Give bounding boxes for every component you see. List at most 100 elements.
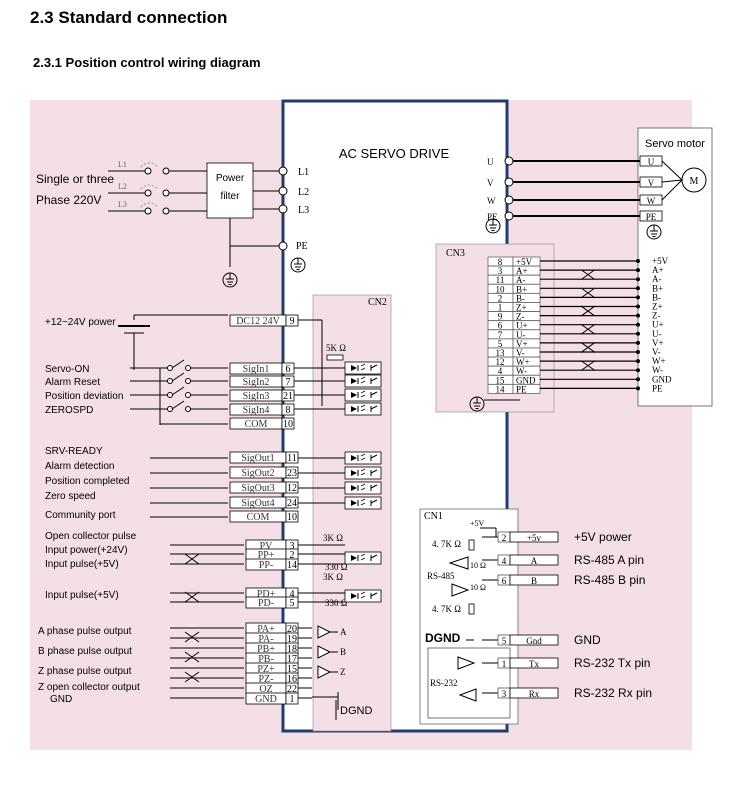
cn3-motor-pin	[636, 368, 640, 373]
cn1-5v-label: +5V	[470, 519, 485, 528]
cn3-motor-label: V-	[652, 347, 661, 357]
encoder-terminal-pin: 19	[287, 634, 297, 645]
motor-winding-wire	[661, 160, 683, 181]
cn3-motor-pin	[636, 313, 640, 318]
motor-output-label: W	[487, 196, 496, 206]
cn1-pin-label: GND	[574, 633, 601, 647]
phase-label: L3	[118, 200, 127, 209]
switch-contact	[167, 406, 173, 412]
motor-output-label: V	[487, 178, 494, 188]
motor-output-terminal	[504, 195, 514, 205]
cn3-motor-label: +5V	[652, 256, 669, 266]
phase-terminal	[144, 207, 152, 215]
subsection-heading: 2.3.1 Position control wiring diagram	[33, 55, 261, 70]
output-optocoupler	[344, 466, 382, 480]
cn1-10-label-2: 10 Ω	[470, 583, 486, 592]
cn3-sig: GND	[516, 375, 536, 385]
output-terminal-pin: 11	[287, 453, 297, 464]
motor-output-label: PE	[487, 212, 498, 222]
dgnd-label-cn1: DGND	[425, 631, 461, 645]
output-label: Position completed	[45, 476, 130, 487]
cn1-name: Tx	[529, 659, 539, 669]
motor-title: Servo motor	[645, 138, 705, 150]
switch-contact	[185, 365, 191, 371]
cn3-twisted-pair	[580, 269, 596, 281]
cn3-motor-label: B-	[652, 292, 661, 302]
cn3-pin: 13	[496, 348, 506, 358]
switch-contact	[185, 406, 191, 412]
cn1-pin: 5	[502, 636, 507, 646]
pulse-terminal-name: PP+	[258, 550, 275, 561]
cn3-motor-pin	[636, 331, 640, 336]
encoder-terminal-name: PB+	[257, 644, 275, 655]
cn3-motor-label: V+	[652, 338, 664, 348]
switch-blade	[171, 359, 185, 369]
cn1-pin-label: RS-232 Tx pin	[574, 656, 650, 670]
motor-input-label: V	[648, 178, 655, 188]
cn3-motor-pin	[636, 304, 640, 309]
output-label: Zero speed	[45, 491, 96, 502]
pulse-terminal-name: PV	[260, 541, 274, 552]
pulse-terminal-name: PD-	[258, 598, 274, 609]
filter-label-line2: filter	[221, 191, 241, 202]
pulse-terminal-name: PD+	[257, 589, 276, 600]
cn2-label: CN2	[368, 297, 387, 308]
cn3-motor-label: W+	[652, 356, 666, 366]
phase-label: L2	[118, 182, 127, 191]
phase-letter: B	[340, 647, 346, 657]
cn1-pin: 3	[502, 689, 507, 699]
cn3-sig: V-	[516, 348, 525, 358]
twisted-pair	[184, 651, 200, 663]
resistor-3k-label: 3K Ω	[323, 533, 343, 543]
drive-power-label: L1	[298, 167, 309, 178]
cn1-name: A	[531, 556, 538, 566]
cn1-4k7-label-2: 4. 7K Ω	[432, 604, 461, 614]
cn2-region	[312, 294, 392, 732]
fuse-arc	[140, 202, 159, 208]
cn3-sig: Z+	[516, 303, 527, 313]
rs485-receiver	[451, 583, 470, 597]
pe-label: PE	[296, 241, 308, 252]
input-optocoupler	[344, 361, 382, 375]
pulse-terminal-pin: 5	[290, 598, 295, 609]
twisted-pair	[184, 631, 200, 643]
cn1-name-box	[509, 634, 559, 646]
input-label: Position deviation	[45, 391, 123, 402]
cn1-rs232-label: RS-232	[430, 678, 458, 688]
motor-winding-wire	[661, 179, 683, 183]
output-label: SRV-READY	[45, 446, 103, 457]
cn3-label: CN3	[446, 248, 465, 259]
phase-letter: A	[340, 627, 347, 637]
cn3-sig: U+	[516, 321, 528, 331]
encoder-terminal-pin: 18	[287, 644, 297, 655]
encoder-terminal-pin: 22	[287, 684, 297, 695]
cn1-name-box	[509, 687, 559, 699]
cn1-pin: 1	[502, 659, 507, 669]
twisted-pair	[184, 591, 200, 603]
cn3-motor-pin	[636, 340, 640, 345]
encoder-terminal-name: PZ+	[257, 664, 275, 675]
pe-terminal	[278, 241, 288, 251]
input-terminal-pin: 8	[286, 405, 291, 416]
input-label: Alarm Reset	[45, 377, 100, 388]
cn1-name: +5v	[527, 533, 542, 543]
phase-terminal	[162, 167, 170, 175]
cn3-twisted-pair	[580, 305, 596, 317]
community-port-label: Community port	[45, 510, 116, 521]
cn3-sig: +5V	[516, 257, 533, 267]
motor-output-terminal	[504, 177, 514, 187]
line-driver	[317, 665, 332, 679]
motor-input-label: PE	[646, 212, 657, 222]
cn3-motor-pin	[636, 277, 640, 282]
drive-title: AC SERVO DRIVE	[339, 146, 450, 161]
output-terminal-name: SigOut1	[241, 453, 274, 464]
motor-input-label: W	[647, 196, 656, 206]
cn3-pin: 5	[498, 339, 503, 349]
cn3-motor-label: PE	[652, 383, 663, 393]
cn1-pin-label: RS-232 Rx pin	[574, 686, 652, 700]
switch-blade	[171, 372, 185, 382]
supply-label-line1: Single or three	[36, 172, 114, 186]
cn3-motor-pin	[636, 386, 640, 391]
cn3-motor-label: U+	[652, 320, 664, 330]
encoder-label: Z open collector output	[38, 682, 140, 693]
